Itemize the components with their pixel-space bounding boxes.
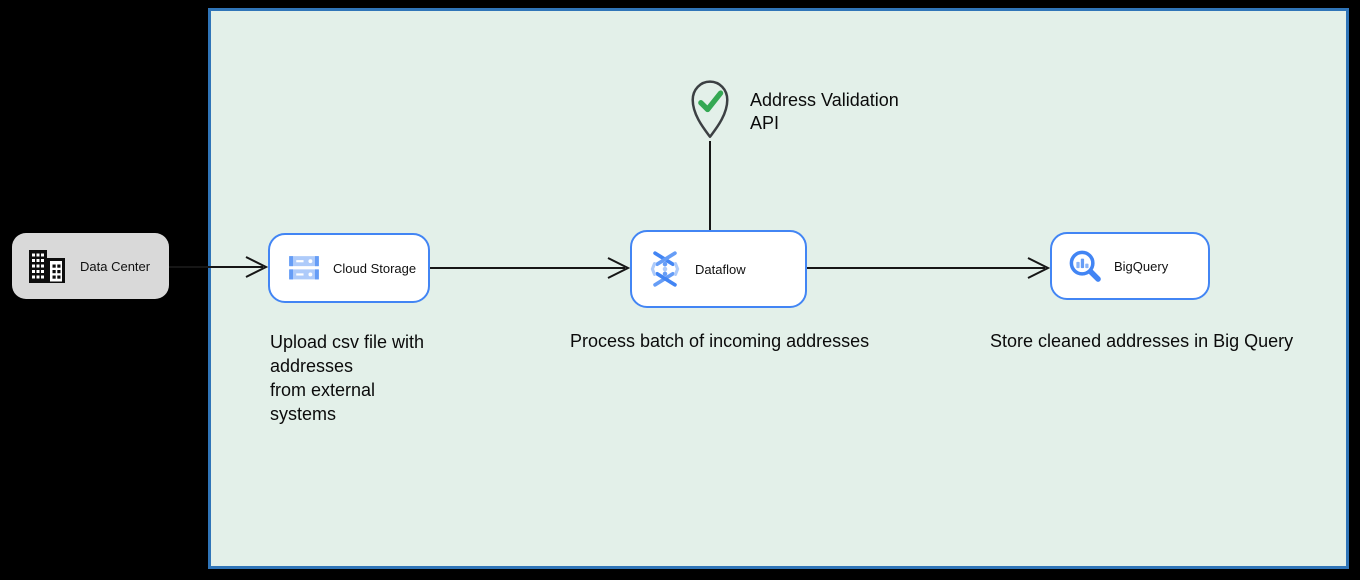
caption-upload-csv: Upload csv file with addresses from exte… [270, 332, 425, 424]
address-validation-pin-check-icon [691, 80, 729, 139]
cloud-storage-label: Cloud Storage [333, 260, 417, 276]
node-dataflow: Dataflow [630, 230, 807, 308]
node-data-center: Data Center [12, 233, 169, 299]
cloud-storage-icon [289, 256, 319, 280]
node-bigquery: BigQuery [1050, 232, 1210, 300]
dataflow-icon [650, 251, 680, 287]
data-center-label: Data Center [80, 258, 151, 274]
caption-process-batch: Process batch of incoming addresses [570, 331, 870, 351]
bigquery-icon [1069, 250, 1101, 282]
dataflow-label: Dataflow [695, 261, 746, 277]
caption-store-cleaned: Store cleaned addresses in Big Query [990, 331, 1294, 351]
address-validation-api-label: Address Validation API [750, 90, 899, 133]
node-cloud-storage: Cloud Storage [268, 233, 430, 303]
bigquery-label: BigQuery [1114, 258, 1169, 274]
data-center-building-icon [29, 249, 65, 283]
